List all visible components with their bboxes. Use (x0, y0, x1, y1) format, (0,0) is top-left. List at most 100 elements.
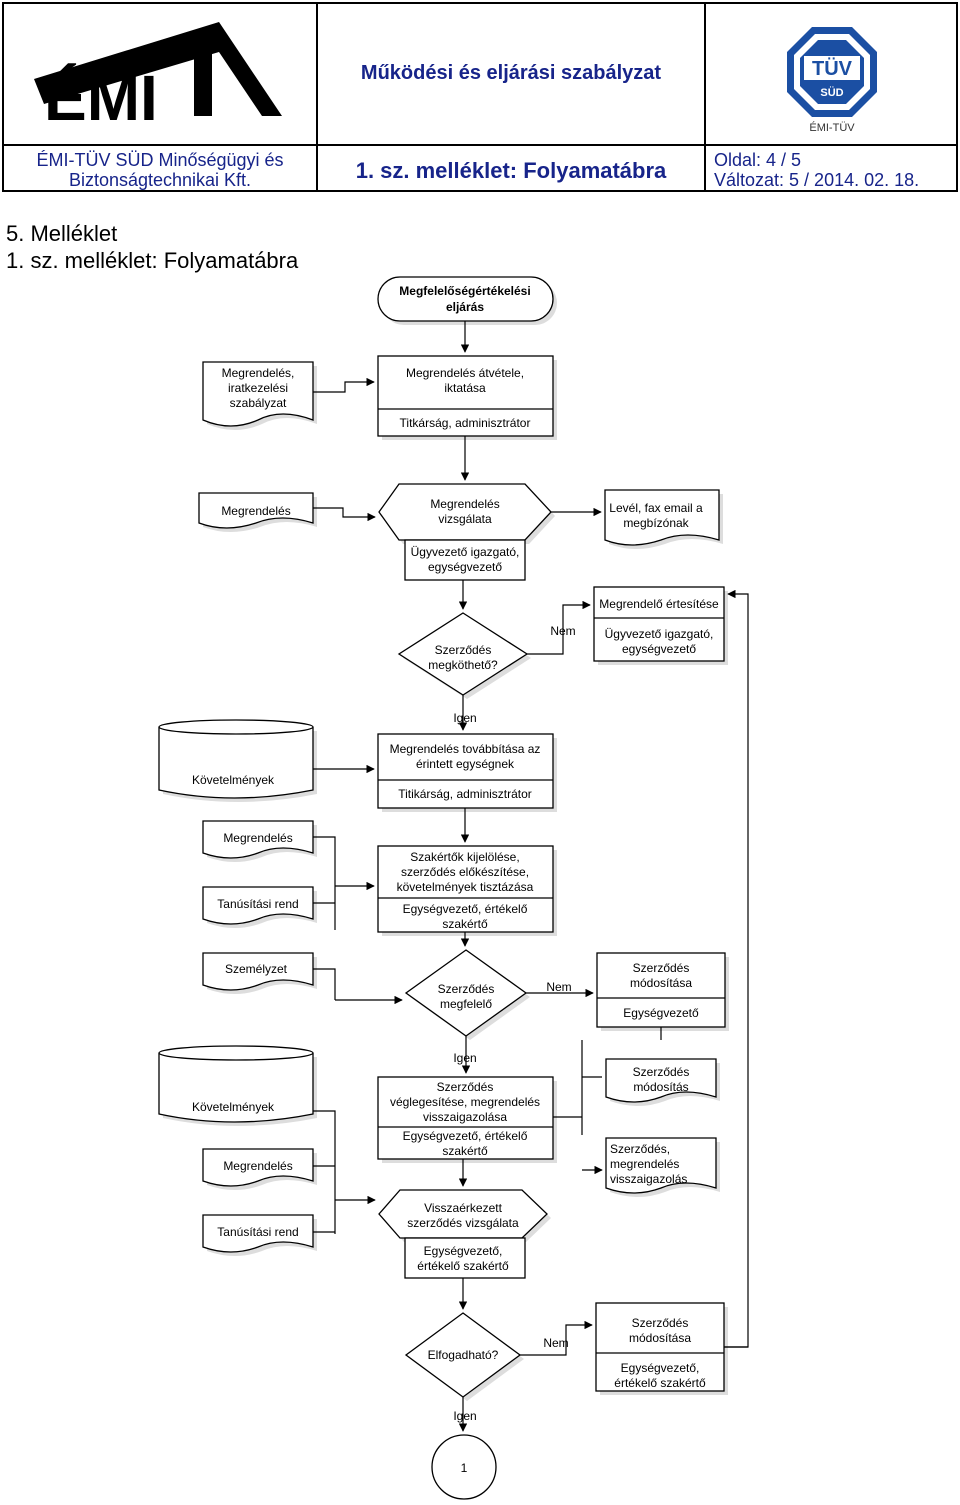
db-requirements-1: Követelmények (158, 719, 317, 802)
svg-text:visszaigazolása: visszaigazolása (423, 1110, 507, 1124)
svg-text:egységvezető: egységvezető (622, 642, 696, 656)
svg-text:Egységvezető,: Egységvezető, (424, 1244, 503, 1258)
svg-text:Megrendelés átvétele,: Megrendelés átvétele, (406, 366, 524, 380)
svg-text:Ügyvezető igazgató,: Ügyvezető igazgató, (411, 545, 520, 559)
svg-text:Tanúsítási rend: Tanúsítási rend (217, 897, 298, 911)
svg-text:Elfogadható?: Elfogadható? (428, 1348, 499, 1362)
company-name-line2: Biztonságtechnikai Kft. (68, 170, 252, 190)
decision-contract-possible: Szerződés megköthető? (397, 612, 531, 699)
logo-cell: ÉMI (4, 4, 318, 146)
svg-text:Megrendelés: Megrendelés (430, 497, 499, 511)
svg-text:szerződés előkészítése,: szerződés előkészítése, (401, 865, 529, 879)
document-header: ÉMI Működési és eljárási szabályzat TÜV … (2, 2, 958, 192)
tuv-logo-cell: TÜV SÜD ÉMI-TÜV (706, 4, 958, 146)
doc-cert-rules-2: Tanúsítási rend (202, 1214, 317, 1256)
svg-text:Szerződés: Szerződés (632, 1316, 689, 1330)
doc-cert-rules-1: Tanúsítási rend (202, 886, 317, 928)
doc-order-1: Megrendelés (198, 492, 317, 532)
process-notify-client: Megrendelő értesítése Ügyvezető igazgató… (593, 586, 728, 665)
svg-text:1: 1 (461, 1461, 468, 1475)
svg-text:egységvezető: egységvezető (428, 560, 502, 574)
svg-text:Titkárság, adminisztrátor: Titkárság, adminisztrátor (400, 416, 531, 430)
emi-logo: ÉMI (34, 22, 282, 134)
tuv-sud-logo: TÜV SÜD (787, 27, 877, 117)
annex-subtitle: 1. sz. melléklet: Folyamatábra (6, 248, 299, 273)
doc-order-3: Megrendelés (202, 1148, 317, 1190)
svg-text:vizsgálata: vizsgálata (438, 512, 492, 526)
svg-text:szakértő: szakértő (442, 1144, 488, 1158)
svg-text:szabályzat: szabályzat (230, 396, 287, 410)
doc-letter-client: Levél, fax email a megbízónak (604, 489, 723, 549)
label-no-2: Nem (546, 980, 571, 994)
svg-text:Szakértők kijelölése,: Szakértők kijelölése, (410, 850, 519, 864)
svg-text:megrendelés: megrendelés (610, 1157, 679, 1171)
svg-text:Szerződés: Szerződés (437, 1080, 494, 1094)
svg-text:Szerződés,: Szerződés, (610, 1142, 670, 1156)
svg-text:szerződés vizsgálata: szerződés vizsgálata (407, 1216, 519, 1230)
svg-text:Megrendelés: Megrendelés (223, 1159, 292, 1173)
annex-cell: 1. sz. melléklet: Folyamatábra (318, 146, 706, 190)
page-info-cell: Oldal: 4 / 5 Változat: 5 / 2014. 02. 18. (706, 146, 958, 190)
svg-text:Személyzet: Személyzet (225, 962, 288, 976)
process-finalize-contract: Szerződés véglegesítése, megrendelés vis… (377, 1076, 557, 1163)
svg-text:megfelelő: megfelelő (440, 997, 492, 1011)
start-terminator: Megfelelőségértékelési eljárás (377, 276, 557, 325)
svg-text:Egységvezető: Egységvezető (623, 1006, 699, 1020)
svg-text:Megfelelőségértékelési: Megfelelőségértékelési (399, 284, 530, 298)
doc-order-2: Megrendelés (202, 820, 317, 862)
decision-acceptable: Elfogadható? (404, 1312, 524, 1401)
version-info: Változat: 5 / 2014. 02. 18. (714, 170, 920, 190)
svg-text:Levél, fax email a: Levél, fax email a (609, 501, 703, 515)
label-yes-3: Igen (453, 1409, 476, 1423)
title-cell: Működési és eljárási szabályzat (318, 4, 706, 146)
svg-text:Tanúsítási rend: Tanúsítási rend (217, 1225, 298, 1239)
svg-text:Egységvezető, értékelő: Egységvezető, értékelő (403, 902, 528, 916)
tuv-caption: ÉMI-TÜV (809, 122, 855, 134)
svg-text:követelmények tisztázása: követelmények tisztázása (397, 880, 534, 894)
svg-text:Szerződés: Szerződés (633, 961, 690, 975)
svg-text:Követelmények: Követelmények (192, 773, 275, 787)
svg-text:szakértő: szakértő (442, 917, 488, 931)
section-heading: 5. Melléklet 1. sz. melléklet: Folyamatá… (6, 220, 298, 274)
svg-text:értékelő szakértő: értékelő szakértő (614, 1376, 706, 1390)
sud-logo-label: SÜD (820, 86, 843, 99)
svg-text:Titikárság, adminisztrátor: Titikárság, adminisztrátor (398, 787, 532, 801)
svg-text:véglegesítése, megrendelés: véglegesítése, megrendelés (390, 1095, 540, 1109)
svg-text:ÉMI: ÉMI (44, 62, 158, 134)
section-title: 5. Melléklet (6, 221, 118, 246)
annex-title: 1. sz. melléklet: Folyamatábra (355, 158, 667, 183)
tuv-logo-label: TÜV (812, 57, 853, 80)
label-yes-2: Igen (453, 1051, 476, 1065)
svg-text:megbízónak: megbízónak (623, 516, 689, 530)
svg-text:Megrendelés: Megrendelés (223, 831, 292, 845)
svg-text:módosítása: módosítása (629, 1331, 691, 1345)
process-review-contract: Visszaérkezett szerződés vizsgálata Egys… (378, 1189, 551, 1279)
svg-text:értékelő szakértő: értékelő szakértő (417, 1259, 509, 1273)
svg-text:Egységvezető,: Egységvezető, (621, 1361, 700, 1375)
svg-text:Ügyvezető igazgató,: Ügyvezető igazgató, (605, 627, 714, 641)
db-requirements-2: Követelmények (158, 1045, 317, 1126)
process-modify-contract-1: Szerződés módosítása Egységvezető (596, 952, 729, 1031)
doc-order-confirmation: Szerződés, megrendelés visszaigazolás (605, 1137, 720, 1197)
process-modify-contract-2: Szerződés módosítása Egységvezető, érték… (595, 1302, 728, 1395)
page-number: Oldal: 4 / 5 (714, 150, 802, 170)
svg-text:Egységvezető, értékelő: Egységvezető, értékelő (403, 1129, 528, 1143)
svg-text:megköthető?: megköthető? (428, 658, 498, 672)
svg-text:Szerződés: Szerződés (435, 643, 492, 657)
company-cell: ÉMI-TÜV SÜD Minőségügyi és Biztonságtech… (4, 146, 318, 190)
process-receive-order: Megrendelés átvétele, iktatása Titkárság… (377, 355, 557, 440)
svg-text:Szerződés: Szerződés (438, 982, 495, 996)
svg-text:Megrendelés,: Megrendelés, (222, 366, 295, 380)
doc-personnel: Személyzet (202, 952, 317, 994)
label-no-3: Nem (543, 1336, 568, 1350)
process-examine-order: Megrendelés vizsgálata Ügyvezető igazgat… (378, 483, 555, 581)
svg-text:Megrendelés továbbítása az: Megrendelés továbbítása az (390, 742, 541, 756)
svg-text:eljárás: eljárás (446, 300, 484, 314)
svg-text:Visszaérkezett: Visszaérkezett (424, 1201, 502, 1215)
svg-text:Megrendelés: Megrendelés (221, 504, 290, 518)
svg-text:iratkezelési: iratkezelési (228, 381, 288, 395)
svg-text:módosítása: módosítása (630, 976, 692, 990)
off-page-connector: 1 (431, 1434, 497, 1500)
decision-contract-adequate: Szerződés megfelelő (404, 949, 530, 1040)
